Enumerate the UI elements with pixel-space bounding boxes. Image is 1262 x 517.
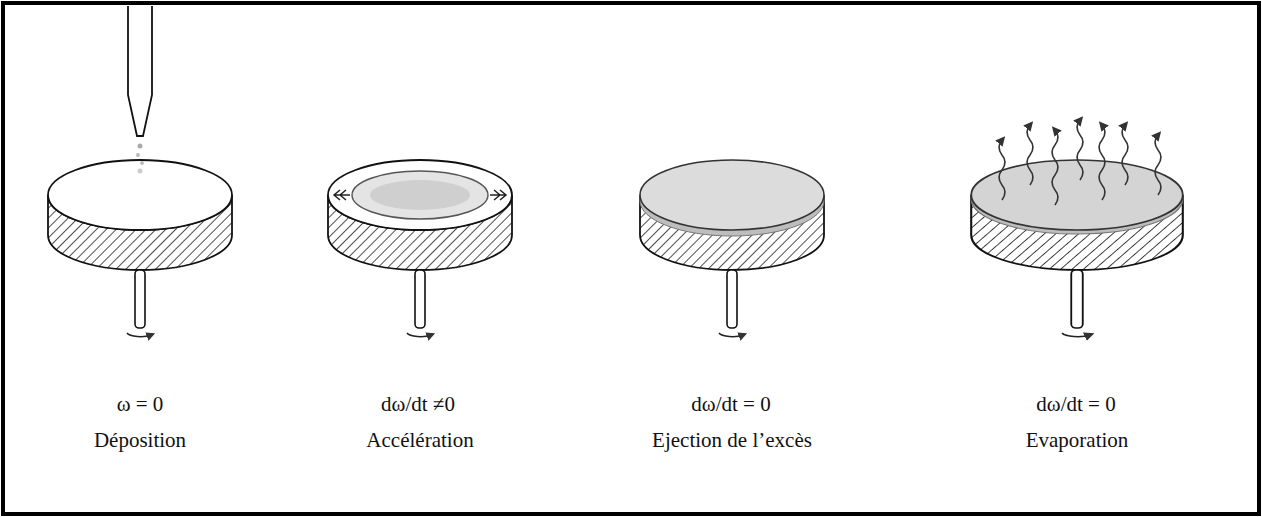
speed-condition: ω = 0: [117, 393, 164, 416]
frame-border: [3, 3, 1259, 514]
speed-condition: dω/dt = 0: [1036, 393, 1115, 416]
speed-condition: dω/dt = 0: [691, 393, 770, 416]
step-name: Ejection de l’excès: [652, 429, 812, 452]
step-name: Accélération: [366, 429, 473, 452]
step-name: Déposition: [94, 429, 186, 452]
substrate-disc: [328, 160, 512, 337]
substrate-disc: [640, 160, 824, 337]
step-name: Evaporation: [1026, 429, 1129, 452]
vapour-arrows: [999, 120, 1161, 205]
substrate-disc: [48, 160, 232, 337]
pipette: [128, 6, 152, 174]
speed-condition: dω/dt ≠0: [381, 393, 455, 416]
